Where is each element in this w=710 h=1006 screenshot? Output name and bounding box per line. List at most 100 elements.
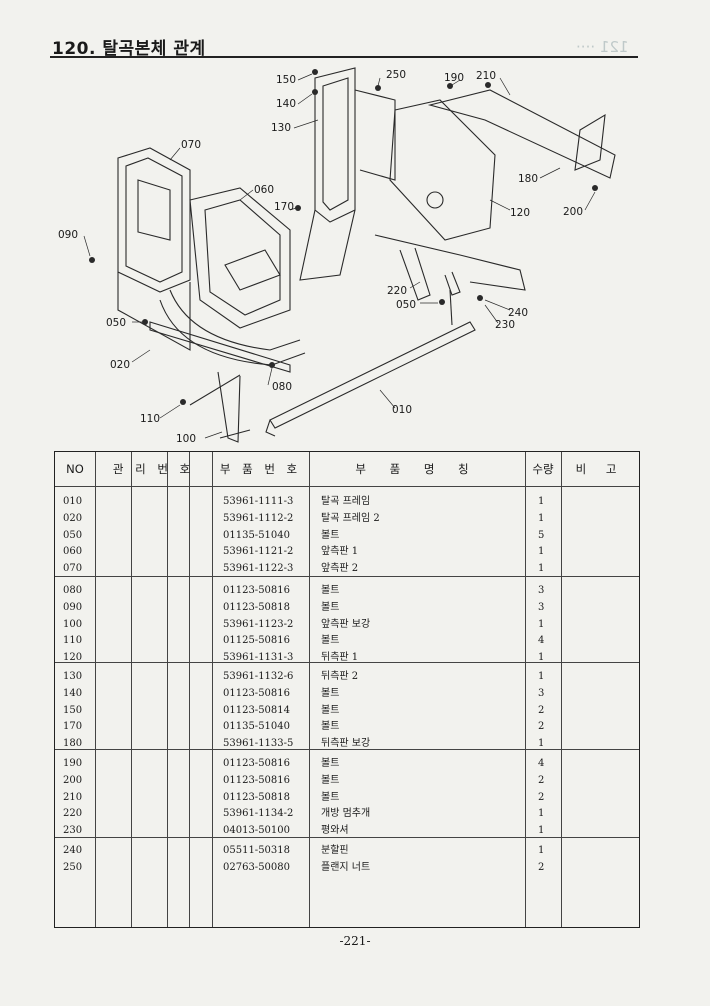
callout-220: 220 bbox=[387, 285, 407, 297]
part-120-rear-plate-1 bbox=[389, 99, 496, 241]
callout-170: 170 bbox=[274, 201, 294, 213]
header-part-no: 부 품 번 호 bbox=[219, 462, 302, 476]
row-part-name: 평와셔 bbox=[321, 825, 349, 837]
row-no: 180 bbox=[63, 738, 83, 750]
row-qty: 1 bbox=[538, 738, 545, 750]
row-part-no: 01123-50816 bbox=[223, 585, 291, 596]
row-part-no: 53961-1112-2 bbox=[223, 512, 294, 524]
callout-240: 240 bbox=[508, 307, 528, 319]
row-qty: 4 bbox=[538, 635, 545, 647]
row-part-name: 앞측판 2 bbox=[321, 563, 359, 575]
row-part-no: 04013-50100 bbox=[223, 825, 291, 837]
row-part-no: 01135-51040 bbox=[223, 529, 291, 541]
row-qty: 1 bbox=[538, 496, 545, 507]
row-no: 090 bbox=[63, 601, 83, 613]
row-part-no: 01135-51040 bbox=[223, 721, 291, 733]
row-part-no: 53961-1122-3 bbox=[223, 563, 294, 575]
row-no: 190 bbox=[63, 758, 83, 769]
row-qty: 1 bbox=[538, 845, 545, 856]
row-part-no: 05511-50318 bbox=[223, 845, 291, 856]
row-part-name: 뒤측판 1 bbox=[321, 652, 359, 664]
row-part-no: 01123-50816 bbox=[223, 774, 291, 786]
row-qty: 1 bbox=[538, 563, 545, 575]
row-part-no: 53961-1121-2 bbox=[223, 546, 294, 558]
row-part-name: 볼트 bbox=[321, 635, 340, 647]
row-no: 010 bbox=[63, 496, 83, 507]
row-part-name: 탈곡 프레임 bbox=[321, 496, 371, 507]
row-qty: 3 bbox=[538, 601, 545, 613]
row-no: 220 bbox=[63, 808, 83, 820]
callout-120: 120 bbox=[510, 207, 530, 219]
callout-150: 150 bbox=[276, 74, 296, 86]
row-part-no: 53961-1132-6 bbox=[223, 671, 294, 682]
callout-080: 080 bbox=[272, 381, 292, 393]
row-qty: 5 bbox=[538, 529, 545, 541]
row-part-name: 볼트 bbox=[321, 601, 340, 613]
part-010-threshing-frame bbox=[269, 321, 476, 429]
callout-230: 230 bbox=[495, 319, 515, 331]
part-020-frame-2 bbox=[149, 321, 291, 373]
row-part-name: 탈곡 프레임 2 bbox=[321, 512, 380, 524]
row-no: 020 bbox=[63, 512, 83, 524]
bleed-through-text: 121 ···· bbox=[575, 38, 628, 56]
part-070-front-plate-2 bbox=[117, 147, 191, 293]
row-no: 200 bbox=[63, 774, 83, 786]
row-no: 130 bbox=[63, 671, 83, 682]
row-part-no: 53961-1131-3 bbox=[223, 652, 294, 664]
row-no: 070 bbox=[63, 563, 83, 575]
callout-020: 020 bbox=[110, 359, 130, 371]
row-part-no: 53961-1133-5 bbox=[223, 738, 294, 750]
row-qty: 2 bbox=[538, 721, 545, 733]
callout-200: 200 bbox=[563, 206, 583, 218]
callout-060: 060 bbox=[254, 184, 274, 196]
row-qty: 1 bbox=[538, 618, 545, 630]
row-part-name: 볼트 bbox=[321, 774, 340, 786]
header-remarks: 비 고 bbox=[575, 462, 625, 476]
row-no: 100 bbox=[63, 618, 83, 630]
row-qty: 3 bbox=[538, 585, 545, 596]
row-no: 060 bbox=[63, 546, 83, 558]
header-no: NO bbox=[66, 462, 84, 476]
bolt-markers bbox=[89, 69, 598, 405]
header-mgmt-no: 관 리 번 호 bbox=[112, 462, 195, 476]
page-title: 120. 탈곡본체 관계 bbox=[52, 39, 206, 59]
callout-010: 010 bbox=[392, 404, 412, 416]
row-qty: 1 bbox=[538, 808, 545, 820]
row-no: 140 bbox=[63, 687, 83, 699]
row-part-no: 02763-50080 bbox=[223, 861, 291, 873]
row-part-no: 01123-50818 bbox=[223, 601, 291, 613]
row-qty: 3 bbox=[538, 687, 545, 699]
row-part-name: 볼트 bbox=[321, 585, 340, 596]
row-no: 250 bbox=[63, 861, 83, 873]
exploded-parts-diagram: 150 140 130 250 190 210 070 060 170 090 … bbox=[58, 67, 616, 445]
row-part-name: 뒤측판 보강 bbox=[321, 738, 371, 750]
row-qty: 2 bbox=[538, 861, 545, 873]
callout-250: 250 bbox=[386, 69, 406, 81]
callout-190: 190 bbox=[444, 72, 464, 84]
row-part-no: 53961-1134-2 bbox=[223, 808, 294, 820]
callout-090: 090 bbox=[58, 229, 78, 241]
row-qty: 2 bbox=[538, 704, 545, 716]
callout-110: 110 bbox=[140, 413, 160, 425]
row-part-name: 볼트 bbox=[321, 758, 340, 769]
header-part-name: 부 품 명 칭 bbox=[355, 462, 479, 476]
row-no: 080 bbox=[63, 585, 83, 596]
row-no: 210 bbox=[63, 791, 83, 803]
row-no: 170 bbox=[63, 721, 83, 733]
row-qty: 1 bbox=[538, 671, 545, 682]
row-part-name: 분할핀 bbox=[321, 845, 349, 856]
row-part-name: 볼트 bbox=[321, 687, 340, 699]
part-100-reinforcement bbox=[217, 371, 241, 443]
row-no: 120 bbox=[63, 652, 83, 664]
row-qty: 1 bbox=[538, 825, 545, 837]
row-part-name: 볼트 bbox=[321, 704, 340, 716]
callout-050-right: 050 bbox=[396, 299, 416, 311]
row-part-no: 01123-50814 bbox=[223, 704, 291, 716]
row-qty: 1 bbox=[538, 546, 545, 558]
callout-130: 130 bbox=[271, 122, 291, 134]
row-part-name: 앞측판 보강 bbox=[321, 618, 371, 630]
row-qty: 2 bbox=[538, 774, 545, 786]
title-rule bbox=[50, 56, 638, 58]
part-060-front-plate-1 bbox=[189, 187, 291, 329]
row-no: 150 bbox=[63, 704, 83, 716]
